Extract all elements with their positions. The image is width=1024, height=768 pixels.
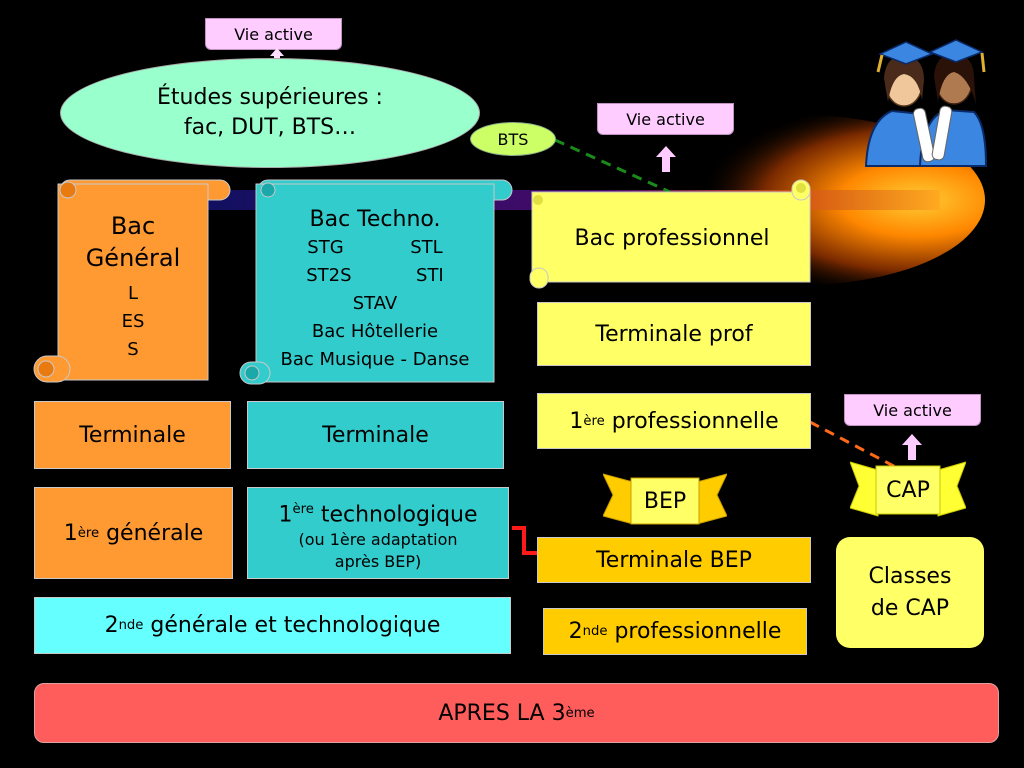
etudes-superieures-ellipse: Études supérieures : fac, DUT, BTS… bbox=[60, 58, 480, 168]
adaptation-connector bbox=[512, 526, 538, 555]
serie-stg: STG bbox=[307, 237, 344, 258]
seconde-pro-sup: nde bbox=[582, 624, 608, 639]
terminale-generale-box: Terminale bbox=[34, 401, 231, 469]
up-arrow-icon bbox=[902, 434, 922, 460]
seconde-gt-text: générale et technologique bbox=[143, 613, 441, 638]
classes-cap-line1: Classes bbox=[868, 563, 952, 589]
classes-cap-line2: de CAP bbox=[870, 595, 950, 621]
bac-general-text: Bac Général L ES S bbox=[68, 210, 198, 364]
bac-techno-title: Bac Techno. bbox=[309, 207, 441, 232]
premiere-gen-text: générale bbox=[99, 520, 204, 546]
vie-active-tag-cap: Vie active bbox=[844, 394, 981, 426]
bep-label: BEP bbox=[643, 488, 687, 514]
premiere-tech-text: technologique bbox=[313, 502, 478, 528]
bac-hotellerie: Bac Hôtellerie bbox=[311, 321, 439, 342]
bts-connector bbox=[554, 138, 671, 194]
apres-sup: ème bbox=[565, 705, 595, 721]
terminale-bep-box: Terminale BEP bbox=[537, 537, 811, 583]
bac-general-serie-l: L bbox=[127, 283, 139, 304]
classes-cap-box: Classes de CAP bbox=[836, 537, 984, 648]
bac-general-serie-s: S bbox=[127, 339, 139, 360]
serie-sti: STI bbox=[416, 265, 444, 286]
serie-stl: STL bbox=[410, 237, 443, 258]
apres-text: APRES LA 3 bbox=[438, 700, 566, 726]
bac-general-title1: Bac bbox=[110, 212, 156, 240]
bac-musique-danse: Bac Musique - Danse bbox=[280, 349, 470, 370]
premiere-tech-num: 1 bbox=[278, 502, 293, 528]
terminale-prof-box: Terminale prof bbox=[537, 302, 811, 366]
seconde-pro-text: professionnelle bbox=[607, 619, 782, 644]
bac-techno-text: Bac Techno. STG STL ST2S STI STAV Bac Hô… bbox=[256, 206, 494, 374]
graduates-illustration bbox=[864, 39, 988, 167]
bac-general-serie-es: ES bbox=[121, 311, 145, 332]
seconde-pro-num: 2 bbox=[568, 619, 583, 644]
premiere-gen-num: 1 bbox=[63, 520, 78, 546]
vie-active-tag-top: Vie active bbox=[205, 18, 342, 50]
cap-label: CAP bbox=[886, 477, 930, 503]
vie-active-tag-pro: Vie active bbox=[597, 103, 734, 135]
seconde-gt-sup: nde bbox=[118, 618, 144, 633]
premiere-gen-sup: ère bbox=[77, 525, 100, 541]
premiere-techno-box: 1ère technologique (ou 1ère adaptation a… bbox=[247, 487, 509, 579]
bac-general-scroll bbox=[33, 179, 231, 383]
premiere-pro-text: professionnelle bbox=[604, 408, 779, 434]
etudes-line1: Études supérieures : bbox=[157, 85, 383, 110]
etudes-line2: fac, DUT, BTS… bbox=[183, 115, 357, 140]
serie-stav: STAV bbox=[352, 293, 398, 314]
bep-ribbon bbox=[603, 473, 727, 525]
bac-techno-scroll bbox=[239, 179, 513, 385]
up-arrow-icon bbox=[656, 146, 676, 172]
seconde-gt-num: 2 bbox=[104, 613, 119, 638]
bac-pro-scroll bbox=[529, 179, 811, 289]
premiere-pro-sup: ère bbox=[583, 413, 605, 429]
serie-st2s: ST2S bbox=[306, 265, 352, 286]
cap-ribbon bbox=[850, 461, 966, 517]
premiere-tech-note1: (ou 1ère adaptation bbox=[298, 530, 458, 550]
premiere-tech-note2: après BEP) bbox=[334, 552, 422, 572]
premiere-tech-sup: ère bbox=[292, 502, 314, 517]
cap-connector bbox=[809, 420, 906, 474]
bac-pro-label: Bac professionnel bbox=[574, 225, 770, 251]
bac-general-title2: Général bbox=[85, 244, 181, 272]
premiere-pro-num: 1 bbox=[569, 408, 584, 434]
terminale-techno-box: Terminale bbox=[247, 401, 504, 469]
bts-badge: BTS bbox=[470, 122, 556, 156]
up-arrow-icon bbox=[270, 48, 284, 64]
